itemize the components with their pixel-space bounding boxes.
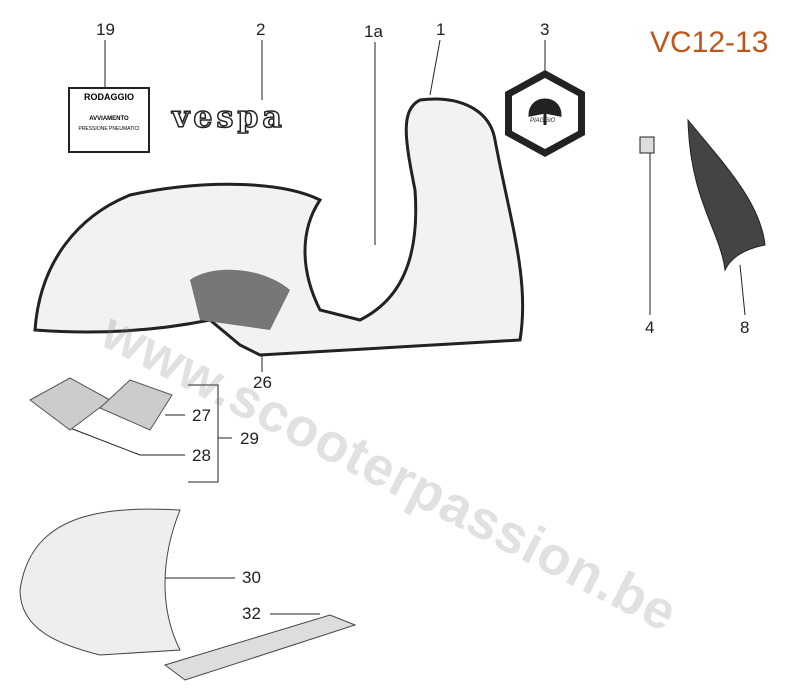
part-label-4: 4 [645,318,655,337]
clip-part [639,136,655,154]
floor-strip [163,614,357,681]
logo-text: PIAGGIO [530,118,556,124]
vespa-badge: vespa [171,99,286,136]
piaggio-logo [505,70,585,157]
part-label-1a: 1a [364,22,383,41]
diagram-code: VC12-13 [650,26,769,59]
part-label-30: 30 [242,568,261,587]
part-label-26: 26 [253,373,272,392]
inner-shadow [190,269,290,330]
part-label-28: 28 [192,446,211,465]
part-label-29: 29 [240,429,259,448]
part-label-32: 32 [242,604,261,623]
part-label-2: 2 [256,20,266,39]
running-in-decal: RODAGGIO AVVIAMENTO PRESSIONE PNEUMATICI [68,87,150,153]
decal-subtitle: AVVIAMENTO [89,116,129,122]
decal-title: RODAGGIO [83,92,134,102]
part-label-8: 8 [740,318,750,337]
part-label-19: 19 [96,20,115,39]
trim-part [687,118,766,272]
decal-footer: PRESSIONE PNEUMATICI [78,126,140,132]
legshield-pads [29,377,173,431]
legshield-panel [19,508,181,656]
part-label-3: 3 [540,20,550,39]
part-label-1: 1 [436,20,446,39]
legshield-body [33,97,525,357]
part-label-27: 27 [192,406,211,425]
